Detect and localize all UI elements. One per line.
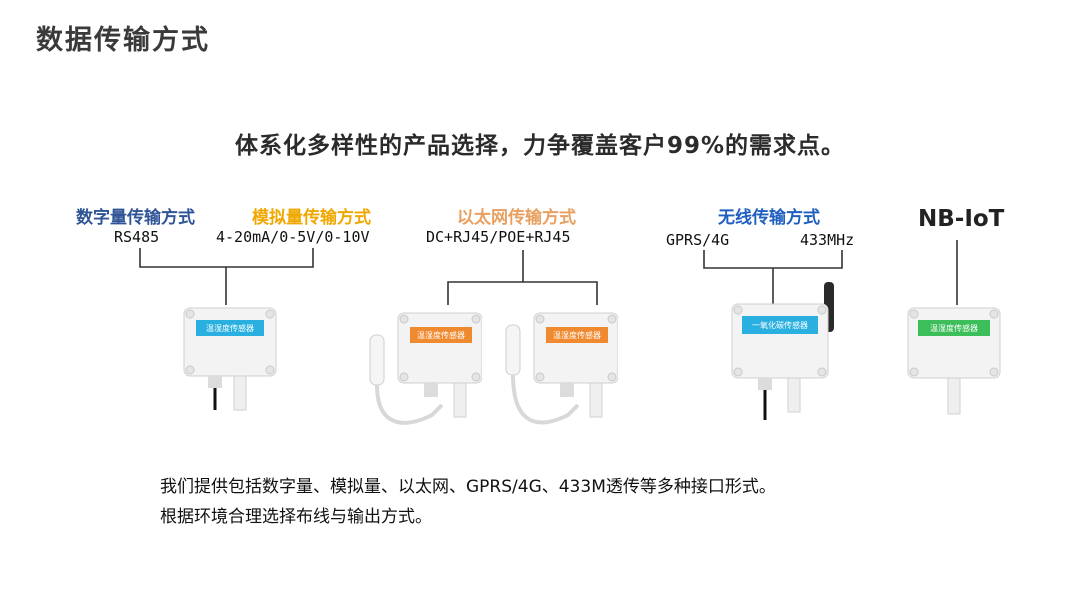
device-label: 温湿度传感器 — [930, 323, 978, 333]
category-digital-sub: RS485 — [114, 228, 160, 246]
category-ethernet-sub: DC+RJ45/POE+RJ45 — [426, 228, 571, 246]
description-line-2: 根据环境合理选择布线与输出方式。 — [160, 507, 432, 527]
device-label: 温湿度传感器 — [206, 323, 254, 333]
device-label: 一氧化碳传感器 — [752, 320, 808, 330]
device-ethernet-sensor-2: 温湿度传感器 — [498, 305, 618, 435]
category-analog-sub: 4-20mA/0-5V/0-10V — [216, 228, 370, 246]
category-wireless-sub-right: 433MHz — [800, 231, 855, 249]
device-ethernet-sensor-1: 温湿度传感器 — [362, 305, 482, 435]
page-title: 数据传输方式 — [36, 25, 210, 56]
category-analog: 模拟量传输方式 — [252, 208, 371, 228]
category-ethernet: 以太网传输方式 — [457, 208, 576, 228]
category-nbiot: NB-IoT — [918, 206, 1005, 232]
headline: 体系化多样性的产品选择，力争覆盖客户99%的需求点。 — [234, 133, 846, 159]
device-digital-sensor: 温湿度传感器 — [180, 300, 280, 415]
category-wireless: 无线传输方式 — [718, 208, 820, 228]
device-nbiot-sensor: 温湿度传感器 — [904, 302, 1004, 417]
category-wireless-sub-left: GPRS/4G — [666, 231, 730, 249]
device-label: 温湿度传感器 — [417, 330, 465, 340]
device-label: 温湿度传感器 — [553, 330, 601, 340]
device-wireless-sensor: 一氧化碳传感器 — [728, 282, 848, 422]
description-line-1: 我们提供包括数字量、模拟量、以太网、GPRS/4G、433M透传等多种接口形式。 — [160, 477, 776, 497]
category-digital: 数字量传输方式 — [76, 208, 195, 228]
